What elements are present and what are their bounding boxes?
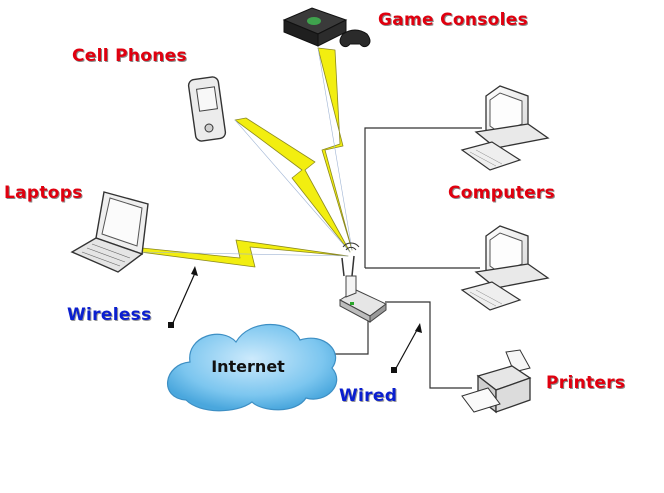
wireless-signals	[139, 47, 353, 268]
wire-to-printer	[385, 301, 472, 389]
game-console-icon	[282, 7, 371, 48]
computer-bottom-icon	[460, 225, 550, 311]
wire-to-internet	[330, 318, 369, 355]
wireless-label: Wireless	[67, 305, 152, 325]
computer-top-icon	[460, 85, 550, 171]
signal-to-phone	[234, 117, 351, 253]
computers-label: Computers	[448, 183, 555, 203]
laptop-icon	[70, 191, 149, 273]
wired-label: Wired	[339, 386, 398, 406]
printers-label: Printers	[546, 373, 626, 393]
signal-to-laptop	[139, 239, 349, 268]
signal-to-console	[317, 47, 353, 251]
internet-label: Internet	[211, 357, 285, 376]
internet-cloud: Internet	[167, 323, 338, 412]
router-icon	[339, 242, 387, 323]
laptops-label: Laptops	[4, 183, 83, 203]
signal-beams	[139, 47, 353, 257]
wire-to-computer-top	[364, 127, 482, 268]
printer-icon	[461, 349, 532, 414]
wired-connections	[330, 127, 482, 389]
wired-pointer-arrow	[391, 323, 422, 373]
cell-phones-label: Cell Phones	[72, 46, 187, 66]
cell-phone-icon	[187, 76, 227, 142]
game-consoles-label: Game Consoles	[378, 10, 529, 30]
wireless-pointer-arrow	[168, 266, 198, 328]
